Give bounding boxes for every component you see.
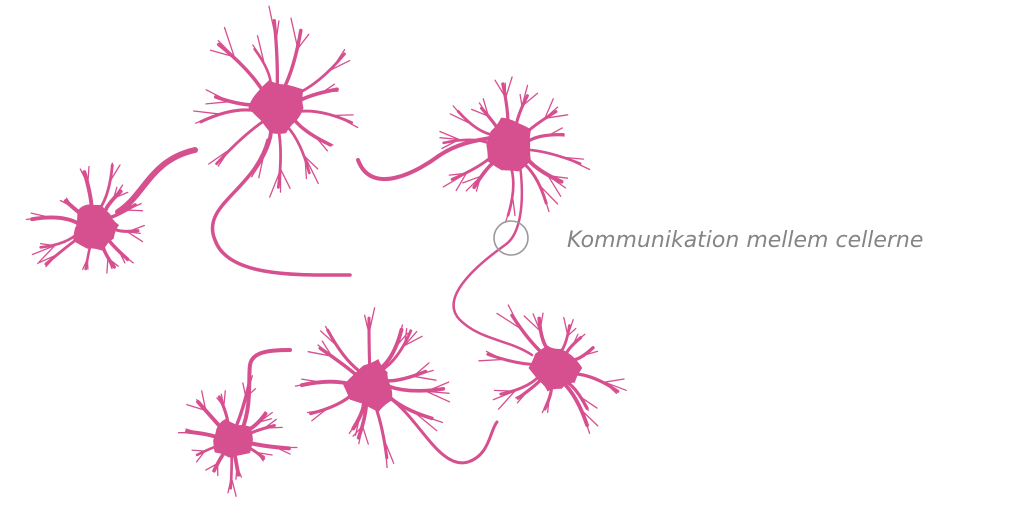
dendrite-fork [206,102,230,104]
dendrite-fork [564,318,568,336]
dendrite-fork [363,426,369,444]
dendrite [284,31,301,90]
dendrite-fork [479,360,503,361]
neuron-bottom-center [295,308,449,468]
dendrite-fork [265,427,283,428]
dendrite-fork [605,379,624,382]
dendrite [369,318,370,367]
dendrite-fork [326,326,336,344]
dendrite-fork [206,90,229,102]
dendrite [254,126,271,170]
dendrite-fork [224,391,226,407]
synapse-caption: Kommunikation mellem cellerne [567,228,923,253]
axon-left-to-top-center [118,150,195,212]
neurons-group [26,6,626,496]
neuron-top-center [194,6,358,197]
dendrite-fork [335,115,353,116]
dendrite [387,372,426,381]
dendrite-fork [127,210,143,211]
dendrite [297,111,351,123]
dendrite-fork [513,199,515,216]
dendrite-fork [495,390,515,391]
dendrite-fork [305,157,318,184]
cell-body [486,118,531,172]
axon-top-right-in [358,138,490,179]
dendrite-fork [218,150,229,166]
dendrite-fork [506,77,512,98]
dendrite-fork [31,213,47,217]
dendrite-fork [194,111,218,114]
dendrite-fork [416,414,442,423]
dendrite-fork [192,450,205,451]
dendrite [231,454,232,488]
neuron-bottom-left [179,376,297,497]
dendrite [201,110,259,122]
dendrite-fork [243,383,246,397]
dendrite-fork [335,115,357,127]
dendrite-fork [506,199,513,222]
neuron-left [26,163,144,273]
dendrite-fork [281,169,290,188]
dendrite-fork [520,95,522,107]
dendrite-fork [413,376,436,380]
neuron-top-right [440,77,590,222]
cell-body [213,419,253,457]
dendrite-fork [565,158,590,170]
dendrite-fork [323,91,338,92]
dendrite-fork [196,114,218,123]
dendrite-fork [107,258,108,273]
neuron-right [479,305,626,433]
dendrite-fork [302,379,318,382]
dendrite-fork [87,259,88,269]
dendrite-fork [291,18,298,48]
dendrite-fork [505,83,506,98]
dendrite-fork [453,106,468,122]
